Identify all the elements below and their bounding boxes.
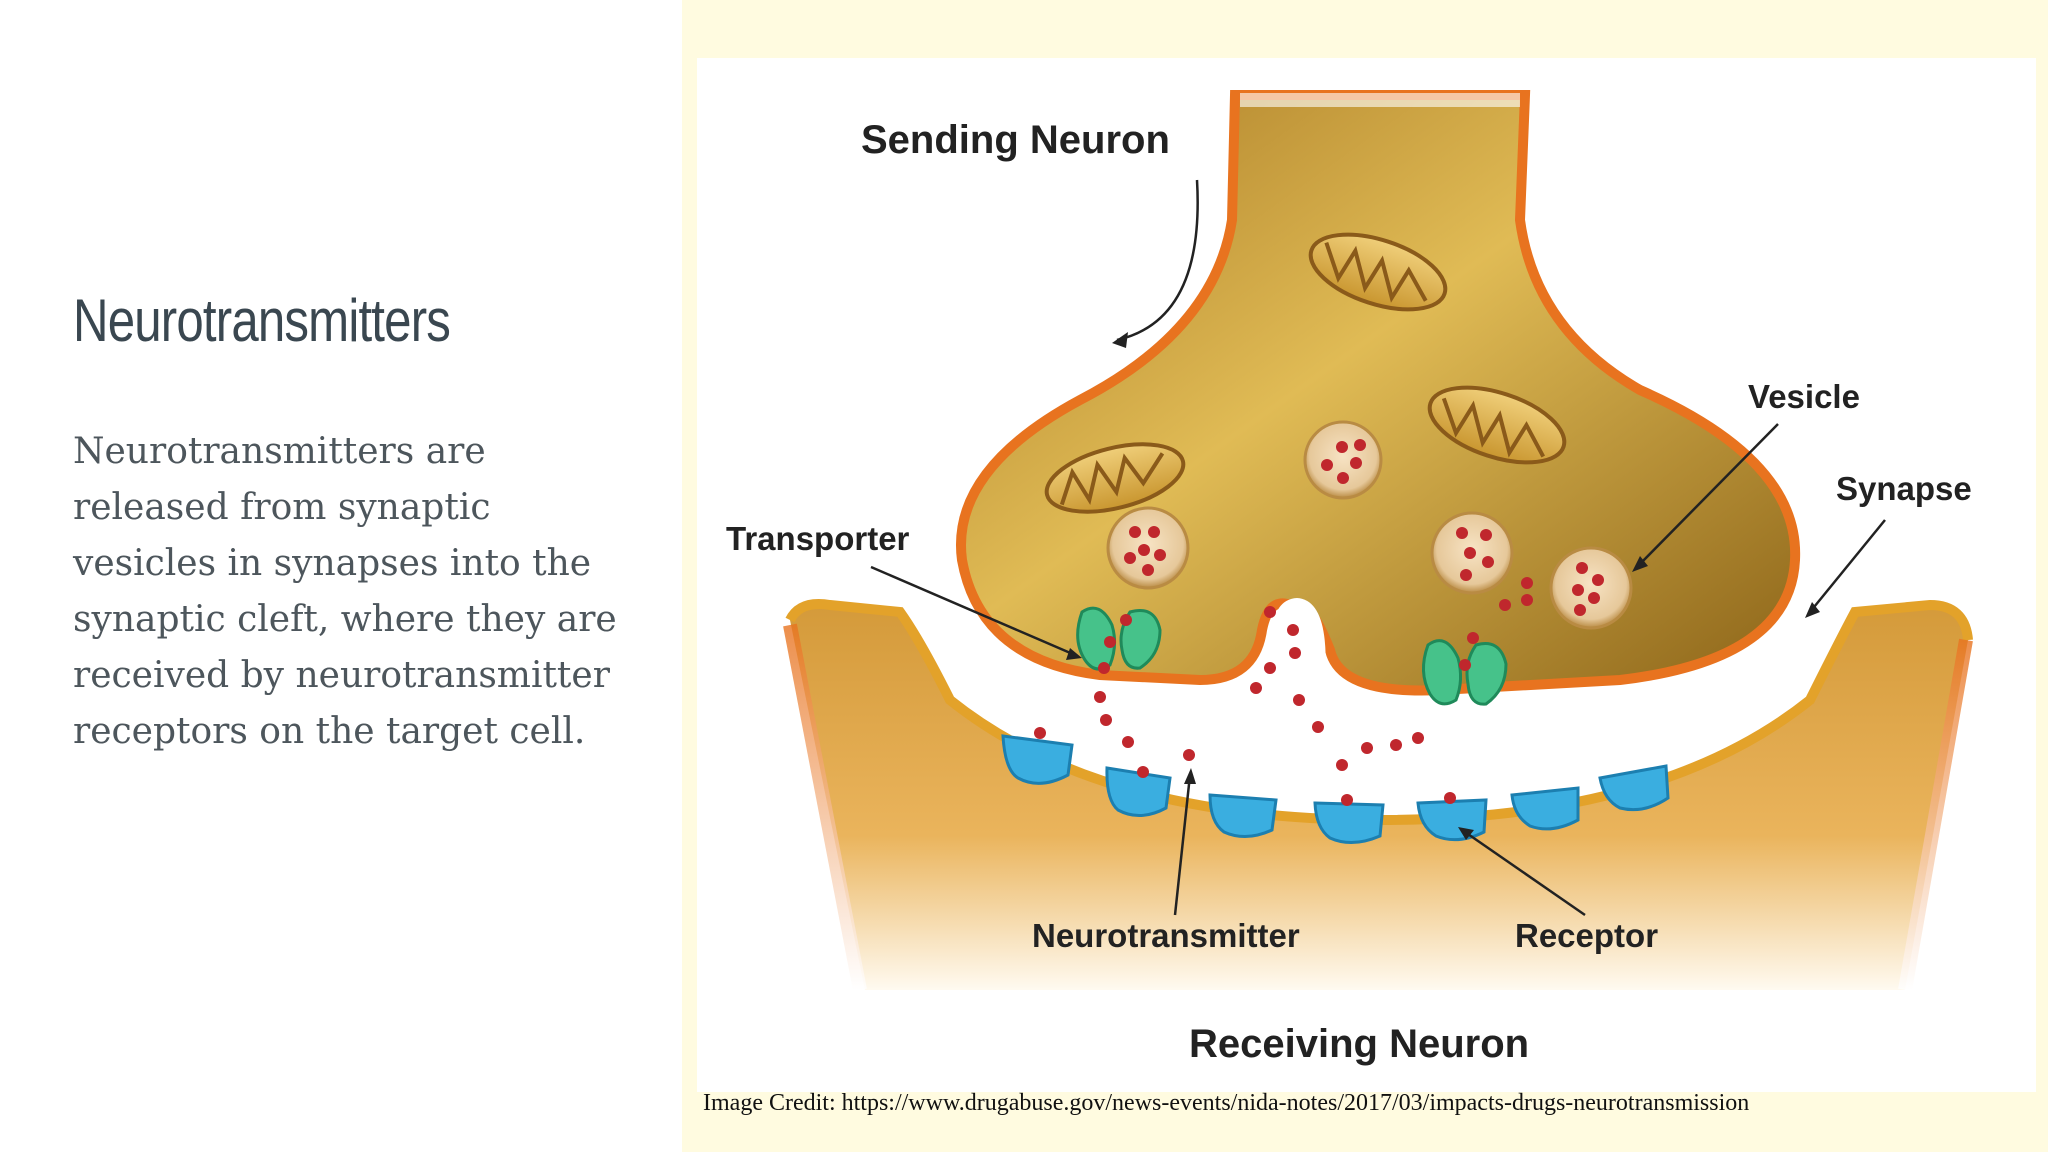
sending-neuron xyxy=(956,90,1801,696)
text-panel: Neurotransmitters Neurotransmitters are … xyxy=(0,0,682,1152)
transporter-protein xyxy=(1422,639,1508,706)
slide-body-text: Neurotransmitters are released from syna… xyxy=(73,431,617,752)
transporter-protein xyxy=(1076,606,1162,671)
label-neurotransmitter: Neurotransmitter xyxy=(1032,917,1300,954)
leader-arrows xyxy=(870,179,1886,917)
receptor-protein xyxy=(1510,786,1580,831)
label-vesicle: Vesicle xyxy=(1748,378,1860,415)
synaptic-cleft xyxy=(1271,598,1326,680)
label-sending-neuron: Sending Neuron xyxy=(861,118,1170,162)
mitochondrion xyxy=(1427,385,1567,465)
receptor-protein xyxy=(1105,766,1172,817)
vesicle xyxy=(1549,546,1633,630)
label-synapse: Synapse xyxy=(1836,470,1972,507)
neurotransmitter-molecules xyxy=(1034,439,1604,806)
receptor-protein xyxy=(1001,734,1074,785)
label-receiving-neuron: Receiving Neuron xyxy=(1189,1022,1530,1066)
image-credit: Image Credit: https://www.drugabuse.gov/… xyxy=(703,1090,1750,1116)
mitochondrion xyxy=(1044,442,1186,514)
vesicle xyxy=(1303,420,1383,500)
label-receptor: Receptor xyxy=(1515,917,1659,954)
receptor-protein xyxy=(1313,801,1385,844)
receptor-protein xyxy=(1598,764,1670,812)
receptor-protein xyxy=(1208,793,1278,838)
slide-title: Neurotransmitters xyxy=(73,287,451,354)
mitochondrion xyxy=(1308,232,1448,312)
label-transporter: Transporter xyxy=(726,520,910,557)
